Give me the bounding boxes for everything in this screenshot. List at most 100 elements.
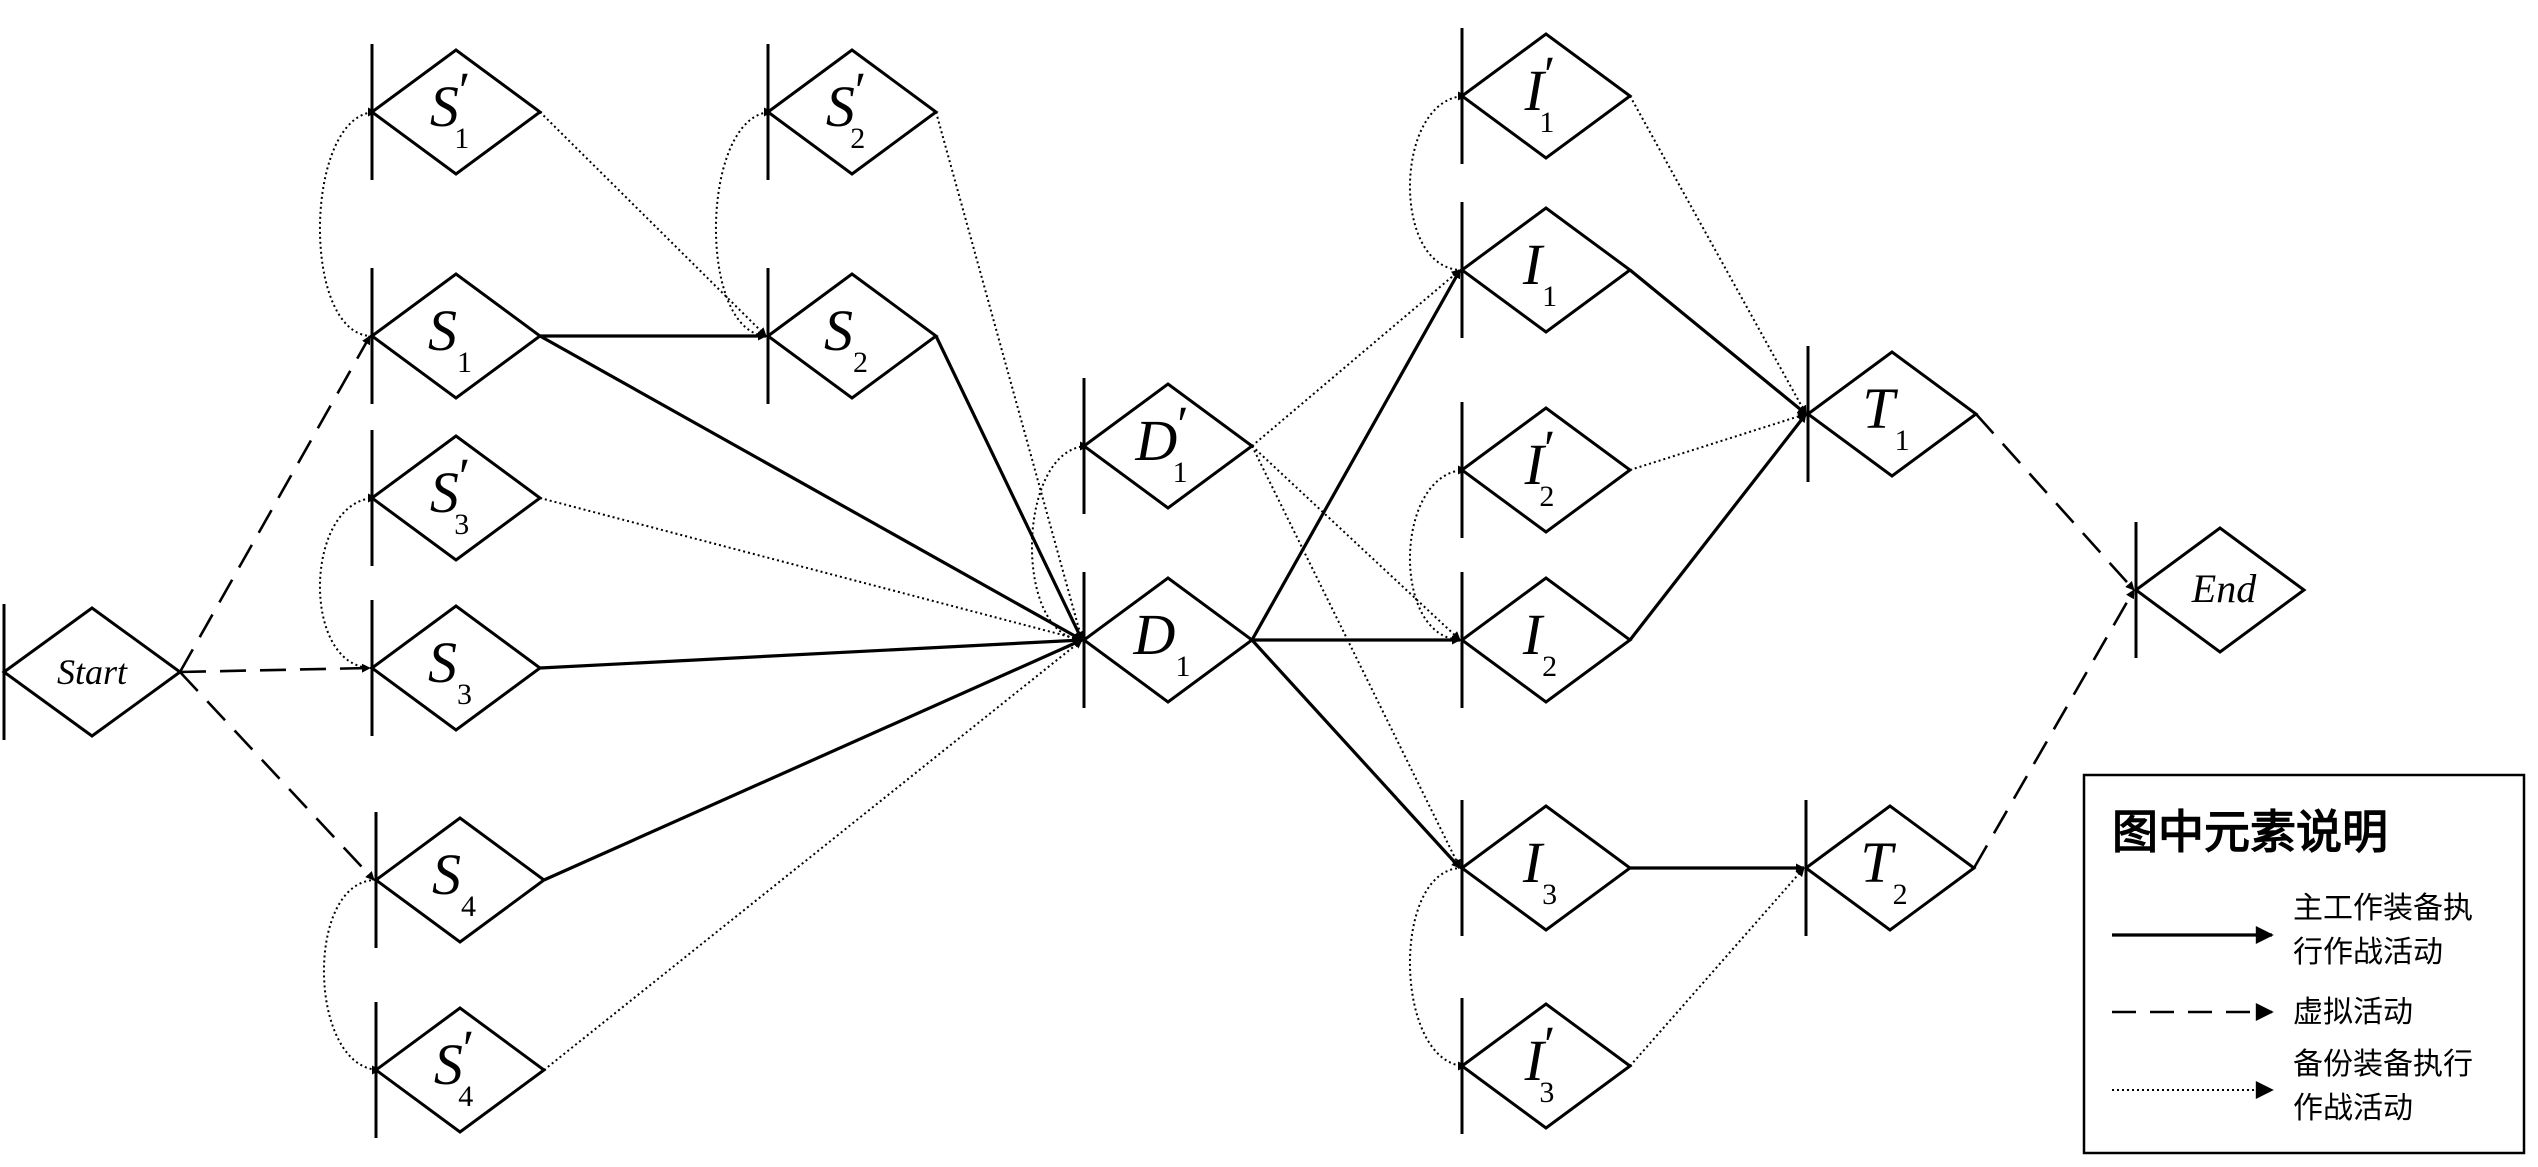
edge-i1-to-t1: [1628, 268, 1808, 416]
node-start-diamond: [1, 606, 183, 738]
legend-box: 图中元素说明 主工作装备执 行作战活动 虚拟活动 备份装备执行 作战活动: [2082, 773, 2526, 1155]
node-s4-diamond: [373, 816, 547, 944]
node-s2p-label: S′2: [826, 63, 866, 155]
node-end-label: End: [2191, 566, 2257, 611]
node-i2p-diamond: [1459, 406, 1633, 534]
node-i3p: I′3: [1459, 998, 1633, 1134]
node-s1p-label: S′1: [430, 63, 470, 155]
legend-dotted-label-line1: 备份装备执行: [2293, 1047, 2473, 1082]
node-t1: T1: [1805, 346, 1979, 482]
node-s4p-diamond: [373, 1006, 547, 1134]
edge-i1p-to-t1: [1629, 95, 1807, 415]
edge-s1-to-s1p: [319, 107, 377, 337]
node-start: Start: [1, 604, 183, 740]
node-t2-label: T2: [1860, 830, 1907, 911]
edge-s3-to-d1: [539, 635, 1083, 670]
node-s2-label: S2: [824, 298, 868, 379]
edge-s1p-to-s2: [539, 111, 767, 337]
legend-dashed-label: 虚拟活动: [2293, 995, 2413, 1030]
edge-s4-to-s4p: [322, 879, 381, 1075]
edge-t2-to-end: [1972, 589, 2136, 869]
edge-d1p-to-i1: [1251, 269, 1461, 447]
node-s3p: S′3: [369, 430, 543, 566]
node-s3p-label: S′3: [430, 449, 470, 541]
edge-i3-to-i3p: [1408, 867, 1467, 1071]
edge-s3p-to-d1: [539, 497, 1083, 643]
edge-i2p-to-t1: [1629, 412, 1807, 471]
node-s3-label: S3: [428, 630, 472, 711]
node-s1: S1: [369, 268, 543, 404]
node-d1-diamond: [1081, 576, 1255, 704]
node-s2p-diamond: [765, 48, 939, 176]
node-start-label: Start: [57, 652, 128, 692]
node-s3p-diamond: [369, 434, 543, 562]
node-s4p: S′4: [373, 1002, 547, 1138]
legend-title: 图中元素说明: [2112, 805, 2388, 859]
node-end-diamond: [2133, 526, 2307, 654]
node-s2p: S′2: [765, 44, 939, 180]
node-i1p-diamond: [1459, 32, 1633, 160]
node-t2-diamond: [1803, 804, 1977, 932]
node-s4: S4: [373, 812, 547, 948]
node-s3: S3: [369, 600, 543, 736]
node-i2-diamond: [1459, 576, 1633, 704]
node-d1p-diamond: [1081, 382, 1255, 510]
node-d1: D1: [1081, 572, 1255, 708]
node-i2p-label: I′2: [1524, 421, 1556, 513]
node-s2-diamond: [765, 272, 939, 400]
node-s3-diamond: [369, 604, 543, 732]
edge-d1-to-i1: [1250, 269, 1462, 641]
node-d1p: D′1: [1081, 378, 1255, 514]
node-s1p-diamond: [369, 48, 543, 176]
node-i2-label: I2: [1522, 602, 1557, 683]
node-s1-diamond: [369, 272, 543, 400]
legend-solid-label-line1: 主工作装备执: [2293, 891, 2473, 926]
edge-s4-to-d1: [543, 638, 1083, 882]
edge-start-to-s4: [179, 671, 375, 881]
node-t2: T2: [1803, 800, 1977, 936]
node-s1-label: S1: [428, 298, 472, 379]
legend-solid-label-line2: 行作战活动: [2293, 935, 2443, 970]
node-i1: I1: [1459, 202, 1633, 338]
edge-t1-to-end: [1975, 413, 2135, 591]
edges-layer: [178, 91, 2136, 1075]
node-i1-label: I1: [1522, 232, 1557, 313]
edge-d1-to-i3: [1250, 638, 1462, 870]
edge-d1p-to-i3: [1251, 445, 1461, 869]
edge-d1-to-d1p: [1030, 441, 1089, 641]
edge-i2-to-i2p: [1409, 465, 1467, 641]
edge-d1p-to-i2: [1251, 445, 1461, 641]
edge-s3-to-s3p: [319, 493, 377, 669]
node-i3-label: I3: [1522, 830, 1557, 911]
node-t1-label: T1: [1862, 376, 1909, 457]
edge-s2-to-d1: [934, 335, 1084, 641]
node-i3: I3: [1459, 800, 1633, 936]
edge-s4p-to-d1: [543, 639, 1083, 1071]
node-d1-label: D1: [1133, 602, 1191, 683]
node-i1-diamond: [1459, 206, 1633, 334]
edge-i2-to-t1: [1628, 413, 1808, 641]
node-s4p-label: S′4: [434, 1021, 474, 1113]
edge-s2p-to-d1: [935, 111, 1085, 641]
node-i2p: I′2: [1459, 402, 1633, 538]
edge-i1-to-i1p: [1409, 91, 1467, 271]
edge-s1-to-d1: [539, 334, 1083, 642]
node-s1p: S′1: [369, 44, 543, 180]
node-s4-label: S4: [432, 842, 476, 923]
edge-s2-to-s2p: [715, 107, 773, 337]
node-end: End: [2133, 522, 2307, 658]
edge-start-to-s3: [179, 663, 371, 674]
node-i1p-label: I′1: [1524, 47, 1556, 139]
edge-i3p-to-t2: [1629, 867, 1805, 1067]
node-s2: S2: [765, 268, 939, 404]
node-i3-diamond: [1459, 804, 1633, 932]
node-i3p-label: I′3: [1524, 1017, 1556, 1109]
node-t1-diamond: [1805, 350, 1979, 478]
node-i2: I2: [1459, 572, 1633, 708]
node-i3p-diamond: [1459, 1002, 1633, 1130]
node-d1p-label: D′1: [1134, 397, 1188, 489]
edge-start-to-s1: [178, 335, 372, 673]
node-i1p: I′1: [1459, 28, 1633, 164]
legend-dotted-label-line2: 作战活动: [2293, 1091, 2413, 1126]
